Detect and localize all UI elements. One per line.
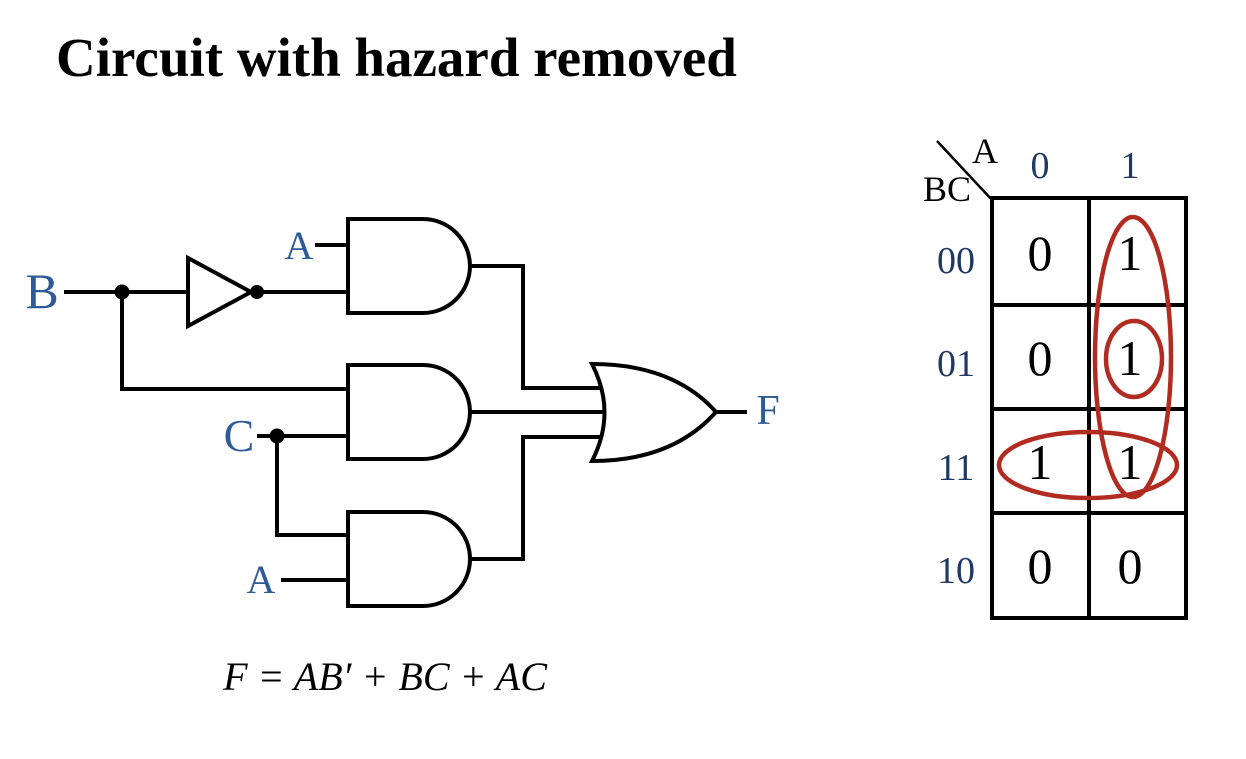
wire-and1-to-or <box>455 264 616 390</box>
and-gate-top <box>346 217 472 315</box>
kmap-row-header-10: 10 <box>937 550 975 592</box>
logic-circuit-diagram: B A C A F F = AB′ + BC + AC <box>25 217 780 699</box>
wire-b-branch-to-and2 <box>120 292 355 391</box>
kmap-row-var-label: BC <box>923 169 971 209</box>
junction-dot-b <box>114 284 130 300</box>
kmap-cell-r01-c1: 1 <box>1118 330 1143 386</box>
boolean-formula: F = AB′ + BC + AC <box>222 654 548 699</box>
kmap-cell-r00-c0: 0 <box>1028 225 1053 281</box>
kmap-cell-r00-c1: 1 <box>1118 225 1143 281</box>
input-b-label: B <box>25 263 58 319</box>
karnaugh-map: A BC 0 1 00 01 11 10 0 1 0 1 1 1 0 0 <box>923 131 1188 620</box>
kmap-cell-r10-c1: 0 <box>1118 538 1143 594</box>
kmap-col-var-label: A <box>972 131 998 171</box>
kmap-cell-r10-c0: 0 <box>1028 538 1053 594</box>
input-c-label: C <box>224 410 255 461</box>
kmap-row-header-01: 01 <box>937 343 975 385</box>
and-gate-bottom <box>346 510 472 608</box>
or-gate <box>588 361 719 464</box>
kmap-corner-diagonal <box>936 140 994 202</box>
kmap-group-ellipse-small-cell01 <box>1103 318 1165 400</box>
output-f-label: F <box>756 388 779 434</box>
input-a-top-label: A <box>285 223 314 268</box>
and-gate-middle <box>346 363 472 461</box>
kmap-row-header-00: 00 <box>937 240 975 282</box>
kmap-group-ellipse-tall-column1 <box>1092 214 1174 500</box>
input-a-bottom-label: A <box>247 557 276 602</box>
wire-and3-to-or <box>455 435 616 561</box>
not-gate-bubble <box>250 285 264 299</box>
kmap-row-header-11: 11 <box>938 447 975 489</box>
kmap-col-header-1: 1 <box>1121 145 1140 187</box>
kmap-col-header-0: 0 <box>1031 145 1050 187</box>
not-gate <box>186 254 256 330</box>
junction-dot-c <box>269 428 285 444</box>
wire-c-branch-to-and3 <box>275 436 355 537</box>
kmap-group-ellipse-horizontal-row11 <box>996 429 1180 501</box>
kmap-cell-r11-c0: 1 <box>1028 434 1053 490</box>
slide-title: Circuit with hazard removed <box>56 27 737 88</box>
kmap-cell-r01-c0: 0 <box>1028 330 1053 386</box>
kmap-cell-r11-c1: 1 <box>1118 434 1143 490</box>
